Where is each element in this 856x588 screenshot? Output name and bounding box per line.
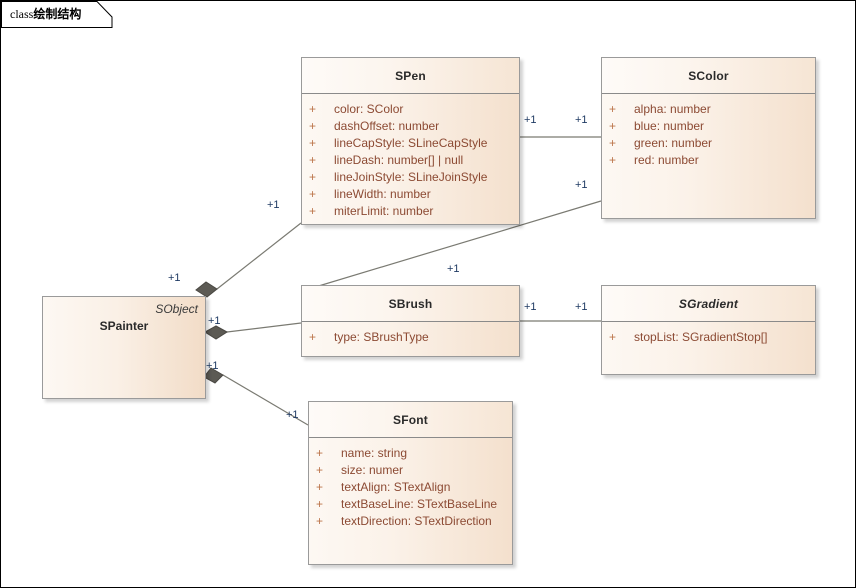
attribute-row: + blue: number: [602, 118, 815, 135]
attribute-text: stopList: SGradientStop[]: [634, 330, 768, 344]
attribute-visibility: +: [309, 136, 317, 150]
attribute-row: + green: number: [602, 135, 815, 152]
connector-painter-pen: [195, 222, 302, 298]
multiplicity-pen-left: +1: [267, 199, 280, 211]
class-box-spen[interactable]: SPen + color: SColor + dashOffset: numbe…: [301, 57, 520, 225]
class-header-sfont: SFont: [309, 402, 512, 438]
attribute-row: + lineCapStyle: SLineCapStyle: [302, 135, 519, 152]
attribute-text: name: string: [341, 446, 408, 460]
attribute-row: + color: SColor: [302, 101, 519, 118]
class-box-scolor[interactable]: SColor + alpha: number + blue: number + …: [601, 57, 816, 219]
class-box-sfont[interactable]: SFont + name: string + size: numer + tex…: [308, 401, 513, 565]
attribute-text: size: numer: [341, 463, 404, 477]
multiplicity-gradient-left: +1: [575, 301, 588, 313]
attribute-row: + lineWidth: number: [302, 186, 519, 203]
attribute-text: lineJoinStyle: SLineJoinStyle: [334, 170, 488, 184]
attribute-visibility: +: [609, 102, 617, 116]
class-attributes-spen: + color: SColor + dashOffset: number + l…: [302, 94, 519, 220]
multiplicity-painter-top: +1: [168, 272, 181, 284]
attribute-row: + miterLimit: number: [302, 203, 519, 220]
class-box-sbrush[interactable]: SBrush + type: SBrushType: [301, 285, 520, 357]
attribute-row: + textAlign: STextAlign: [309, 479, 512, 496]
attribute-visibility: +: [609, 119, 617, 133]
attribute-row: + type: SBrushType: [302, 329, 519, 346]
attribute-visibility: +: [309, 204, 317, 218]
attribute-text: dashOffset: number: [334, 119, 440, 133]
class-title-spainter: SPainter: [99, 319, 149, 333]
attribute-row: + textBaseLine: STextBaseLine: [309, 496, 512, 513]
multiplicity-brush-topleft: +1: [447, 263, 460, 275]
class-title-spen: SPen: [395, 68, 426, 83]
class-header-scolor: SColor: [602, 58, 815, 94]
multiplicity-pen-right: +1: [524, 114, 537, 126]
attribute-text: miterLimit: number: [334, 204, 434, 218]
class-attributes-sbrush: + type: SBrushType: [302, 322, 519, 346]
attribute-text: type: SBrushType: [334, 330, 429, 344]
class-attributes-sgradient: + stopList: SGradientStop[]: [602, 322, 815, 346]
multiplicity-color-left-top: +1: [575, 114, 588, 126]
class-title-sbrush: SBrush: [388, 296, 433, 311]
attribute-row: + red: number: [602, 152, 815, 169]
attribute-visibility: +: [316, 480, 324, 494]
attribute-visibility: +: [316, 446, 324, 460]
attribute-visibility: +: [309, 170, 317, 184]
multiplicity-color-left-bot: +1: [575, 179, 588, 191]
attribute-text: textBaseLine: STextBaseLine: [341, 497, 498, 511]
attribute-row: + textDirection: STextDirection: [309, 513, 512, 530]
multiplicity-painter-mid: +1: [208, 315, 221, 327]
frame-tab-keyword: class: [10, 7, 34, 21]
attribute-visibility: +: [309, 102, 317, 116]
attribute-visibility: +: [316, 497, 324, 511]
attribute-row: + name: string: [309, 445, 512, 462]
attribute-text: alpha: number: [634, 102, 711, 116]
class-stereotype-spainter: SObject: [155, 302, 198, 316]
attribute-text: color: SColor: [334, 102, 404, 116]
class-box-sgradient[interactable]: SGradient + stopList: SGradientStop[]: [601, 285, 816, 375]
attribute-row: + dashOffset: number: [302, 118, 519, 135]
attribute-row: + stopList: SGradientStop[]: [602, 329, 815, 346]
attribute-visibility: +: [309, 153, 317, 167]
multiplicity-painter-bot: +1: [206, 360, 219, 372]
attribute-visibility: +: [309, 330, 317, 344]
class-attributes-sfont: + name: string + size: numer + textAlign…: [309, 438, 512, 530]
attribute-text: lineWidth: number: [334, 187, 431, 201]
class-header-sbrush: SBrush: [302, 286, 519, 322]
class-header-spen: SPen: [302, 58, 519, 94]
frame-tab-shape: [1, 1, 113, 28]
class-header-sgradient: SGradient: [602, 286, 815, 322]
attribute-text: red: number: [634, 153, 699, 167]
diagram-frame-tab: class绘制结构: [1, 1, 113, 28]
frame-tab-name: 绘制结构: [33, 7, 82, 21]
attribute-text: textAlign: STextAlign: [341, 480, 451, 494]
attribute-text: green: number: [634, 136, 713, 150]
attribute-visibility: +: [609, 153, 617, 167]
attribute-visibility: +: [309, 187, 317, 201]
attribute-text: textDirection: STextDirection: [341, 514, 492, 528]
attribute-row: + lineDash: number[] | null: [302, 152, 519, 169]
attribute-visibility: +: [316, 463, 324, 477]
multiplicity-brush-right: +1: [524, 301, 537, 313]
attribute-visibility: +: [609, 136, 617, 150]
class-attributes-scolor: + alpha: number + blue: number + green: …: [602, 94, 815, 169]
attribute-text: lineCapStyle: SLineCapStyle: [334, 136, 488, 150]
class-title-sgradient: SGradient: [678, 296, 739, 311]
class-box-spainter[interactable]: SObject SPainter: [42, 296, 206, 399]
attribute-row: + alpha: number: [602, 101, 815, 118]
frame-tab-label: class绘制结构: [10, 5, 81, 22]
attribute-row: + lineJoinStyle: SLineJoinStyle: [302, 169, 519, 186]
attribute-visibility: +: [316, 514, 324, 528]
class-title-scolor: SColor: [688, 68, 729, 83]
attribute-visibility: +: [309, 119, 317, 133]
attribute-text: blue: number: [634, 119, 705, 133]
multiplicity-font-left: +1: [286, 409, 299, 421]
attribute-row: + size: numer: [309, 462, 512, 479]
class-title-sfont: SFont: [393, 412, 428, 427]
attribute-text: lineDash: number[] | null: [334, 153, 464, 167]
attribute-visibility: +: [609, 330, 617, 344]
